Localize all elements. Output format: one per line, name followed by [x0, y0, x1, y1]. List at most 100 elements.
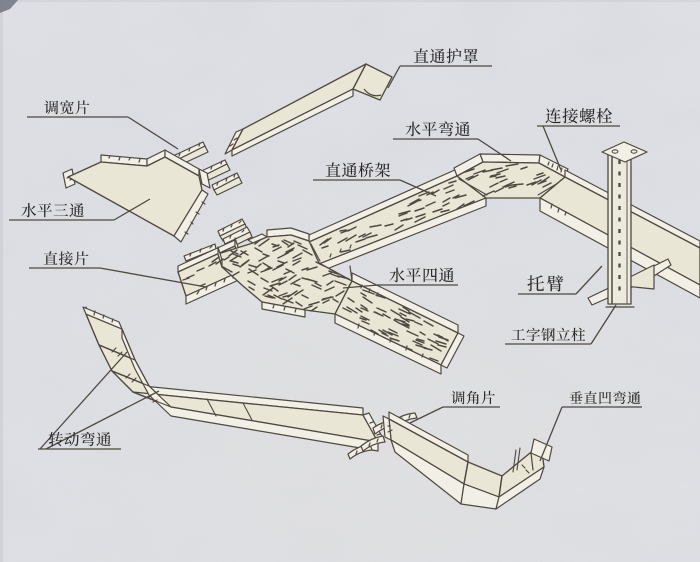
hatch-sw-run [182, 256, 230, 287]
hatch-corner [464, 163, 552, 197]
label-straight-tray: 直通桥架 [313, 162, 437, 197]
label-horizontal-cross-text: 水平四通 [389, 267, 453, 285]
vbend-left-cap [382, 415, 392, 441]
tee-ticks-top [108, 155, 141, 163]
cross-near-band [261, 301, 306, 318]
label-straight-tray-text: 直通桥架 [325, 162, 389, 180]
vbend-right-edge [530, 452, 534, 471]
label-straight-cover-leader [387, 65, 401, 89]
hatch-cross-b [222, 239, 350, 307]
rot-bend-seam-ticks-2 [125, 373, 137, 383]
cover-notch [363, 88, 382, 97]
vbend-right-cap [530, 438, 553, 462]
diagram-ink: 调宽片 水平三通 直接片 直通护罩 水平弯通 连接螺栓 直通桥架 水平四通 托臂… [9, 48, 700, 510]
part-vertical-concave-bend [382, 411, 553, 510]
cover-bolt-dots [229, 137, 238, 147]
angle-piece-b-body [360, 435, 386, 452]
angle-piece-b-ticks [368, 438, 379, 447]
label-connecting-bolts-text: 连接螺栓 [545, 107, 611, 126]
column-plate-hole-2 [630, 149, 638, 154]
scan-corner-mark [0, 0, 18, 13]
label-horizontal-cross: 水平四通 [342, 267, 458, 289]
label-rotating-bend-leader-1 [39, 351, 128, 450]
cross-ticks [272, 304, 297, 313]
label-straight-tray-glyphs [325, 162, 391, 178]
rot-bend-seam-ticks-3 [146, 395, 158, 403]
tee-stub-end-flange [198, 168, 211, 189]
shim-direct-splice-ticks [189, 245, 213, 257]
scan-edge-left [0, 0, 3, 562]
label-angle-adjusting-piece: 调角片 [409, 390, 500, 424]
vbend-seam-2 [498, 475, 503, 498]
part-rotating-bend [82, 306, 385, 452]
label-width-adjusting-piece-text: 调宽片 [44, 100, 89, 117]
column-top-plate [601, 141, 648, 163]
label-straight-cover: 直通护罩 [387, 48, 492, 89]
label-horizontal-bend-leader [477, 138, 512, 162]
part-straight-cover [224, 63, 393, 157]
shim-width-adjust-a-ticks [178, 142, 201, 157]
label-vertical-concave-bend-leader [539, 406, 563, 462]
cross-ne-seam [310, 243, 321, 262]
rot-bend-straight-seam-2 [242, 402, 253, 421]
part-i-beam-column [601, 141, 648, 308]
label-i-beam-column-glyphs [511, 327, 586, 342]
corner-bolt-ticks [547, 161, 563, 173]
cover-lip [231, 88, 354, 157]
sw-run-wall-ticks [196, 274, 235, 295]
label-angle-adjusting-piece-leader [409, 406, 444, 424]
column-plate-hole-1 [611, 149, 619, 154]
shim-upper-right-ticks [216, 173, 236, 186]
vbend-bolt-dots [521, 464, 530, 474]
label-horizontal-tee-leader [113, 198, 151, 221]
label-direct-splice-piece-glyphs [43, 251, 89, 266]
tee-left-cap [62, 168, 76, 189]
part-se-run [334, 265, 465, 375]
shim-tee-cross-b-ticks [229, 229, 245, 239]
part-horizontal-cross [217, 227, 353, 318]
tee-ticks-branch [184, 201, 206, 235]
label-vertical-concave-bend-text: 垂直凹弯通 [569, 390, 639, 406]
ne-run-ticks [329, 244, 352, 258]
hatch-se-run [342, 289, 449, 362]
label-straight-tray-leader [399, 179, 437, 197]
shim-tee-cross-a-ticks [222, 220, 242, 232]
vbend-upturn-seam-a [512, 449, 517, 473]
label-rotating-bend-text: 转动弯通 [48, 431, 111, 449]
vbend-upturn-seam-b [516, 447, 521, 471]
rot-bend-cap-ticks [93, 310, 114, 323]
label-straight-cover-text: 直通护罩 [413, 48, 477, 66]
vbend-seam-1 [463, 461, 469, 485]
label-direct-splice-piece-leader [99, 267, 207, 288]
cross-sw-end-flange [217, 246, 223, 268]
se-run-ticks-near [357, 323, 424, 358]
vbend-wall-2 [495, 466, 545, 510]
label-connecting-bolts: 连接螺栓 [537, 107, 620, 171]
label-direct-splice-piece: 直接片 [29, 251, 207, 288]
rot-bend-seam-3 [132, 391, 172, 408]
label-angle-adjusting-piece-text: 调角片 [451, 390, 495, 407]
vbend-left-ticks [387, 425, 393, 433]
label-support-arm: 托臂 [518, 265, 603, 295]
label-i-beam-column-text: 工字钢立柱 [511, 327, 584, 344]
rot-bend-straight-seam-1 [206, 398, 217, 417]
label-horizontal-tee-text: 水平三通 [21, 202, 84, 220]
rot-bend-seam-2 [111, 370, 150, 387]
shim-upper-right-lip [213, 176, 243, 196]
right-run-ticks [550, 203, 567, 216]
se-run-far-band-edge [349, 265, 353, 282]
label-horizontal-tee: 水平三通 [9, 198, 151, 221]
label-connecting-bolts-glyphs [545, 108, 613, 124]
label-width-adjusting-piece-leader [127, 116, 179, 150]
label-rotating-bend-glyphs [48, 431, 111, 447]
label-support-arm-text: 托臂 [527, 274, 562, 294]
tee-ticks-left [66, 175, 73, 181]
label-direct-splice-piece-text: 直接片 [43, 251, 88, 268]
cover-fold-line [352, 63, 367, 90]
label-i-beam-column-leader [590, 304, 617, 345]
label-connecting-bolts-leader [542, 125, 562, 171]
label-horizontal-cross-leader [342, 284, 379, 289]
part-ne-run [308, 168, 487, 273]
